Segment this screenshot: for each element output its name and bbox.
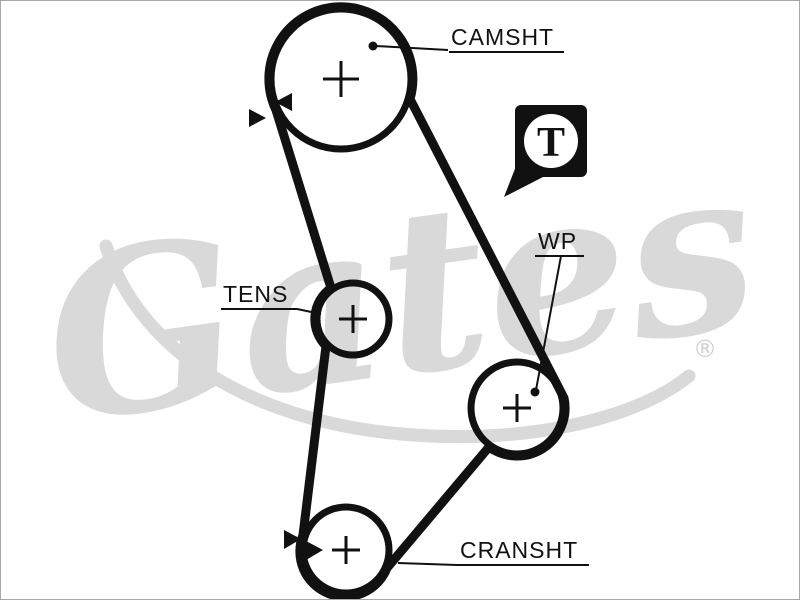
- camshaft-pointer-dot: [368, 41, 378, 51]
- watermark: Gates ®: [29, 115, 771, 475]
- crankshaft-alignment-triangle-icon: [284, 530, 301, 549]
- water-pump-cross: [503, 394, 531, 422]
- water-pump-pointer-dot: [530, 387, 540, 397]
- camshaft-pulley: [267, 5, 415, 153]
- tensioner-label-group: TENS: [221, 281, 322, 315]
- crankshaft-alignment-triangle2-icon: [306, 541, 323, 560]
- tensioner-pulley: [313, 279, 393, 359]
- crankshaft-cross: [332, 536, 360, 564]
- camshaft-cross: [323, 61, 359, 97]
- crankshaft-leader-line: [397, 562, 458, 566]
- crankshaft-label: CRANSHT: [460, 537, 578, 563]
- water-pump-leader-line: [535, 255, 562, 391]
- crankshaft-label-group: CRANSHT: [397, 537, 589, 566]
- t-badge-letter: T: [537, 120, 565, 166]
- t-badge-circle: [524, 114, 578, 168]
- t-badge-tail: [504, 161, 543, 197]
- camshaft-label: CAMSHT: [451, 24, 554, 50]
- tensioner-label: TENS: [223, 281, 288, 307]
- registered-mark: ®: [693, 335, 717, 363]
- watermark-text: Gates: [29, 115, 771, 475]
- camshaft-alignment-triangle2-icon: [249, 109, 266, 127]
- crankshaft-pulley: [299, 503, 393, 597]
- t-badge: T: [504, 105, 587, 197]
- watermark-flourish: [99, 239, 696, 444]
- water-pump-pulley: [467, 358, 567, 458]
- camshaft-label-group: CAMSHT: [368, 24, 564, 53]
- tensioner-leader-line: [296, 308, 322, 315]
- water-pump-label: WP: [538, 228, 577, 254]
- tensioner-cross: [339, 305, 367, 333]
- camshaft-alignment-triangle-icon: [275, 93, 292, 111]
- water-pump-label-group: WP: [530, 228, 584, 397]
- camshaft-leader-line: [375, 45, 449, 51]
